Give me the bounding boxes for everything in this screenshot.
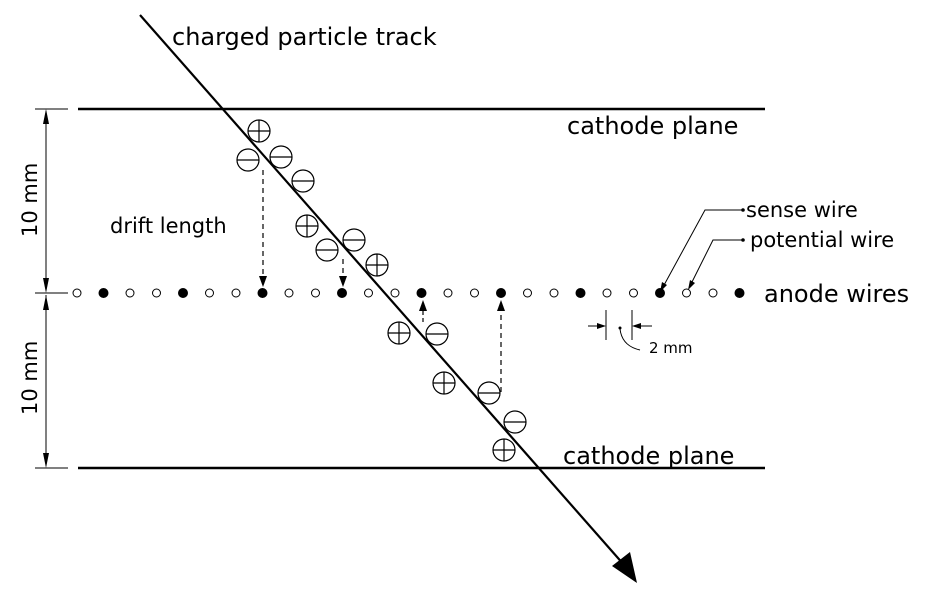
positive-ion (365, 253, 389, 277)
dimension-bottom (35, 295, 68, 469)
particle-track (139, 14, 626, 567)
potential-wire (152, 288, 161, 298)
electron (315, 238, 339, 262)
sense-wire (257, 288, 268, 298)
track-arrowhead (612, 552, 637, 583)
potential-wire (443, 288, 453, 298)
potential-wire-callout (688, 238, 745, 290)
sense-wire (655, 288, 665, 298)
potential-wire-label: potential wire (750, 228, 894, 252)
electron (269, 145, 293, 169)
electron (342, 228, 366, 252)
sense-wire (178, 288, 188, 298)
drift-length-label: drift length (110, 214, 227, 238)
sense-wire-callout (660, 208, 745, 292)
sense-wire (734, 288, 745, 298)
gap-bottom-label: 10 mm (18, 341, 42, 415)
potential-wire (470, 288, 479, 298)
positive-ion (432, 371, 456, 395)
potential-wire (125, 288, 135, 298)
potential-wire (72, 288, 82, 298)
potential-wire (523, 288, 532, 298)
potential-wire (549, 288, 559, 298)
electron (425, 322, 449, 346)
sense-wire (575, 288, 586, 298)
electron (291, 169, 315, 193)
potential-wire (682, 288, 691, 298)
potential-wire (364, 288, 373, 298)
electron (236, 148, 260, 172)
gap-top-label: 10 mm (18, 163, 42, 237)
cathode-plane-top-label: cathode plane (567, 112, 738, 140)
potential-wire (205, 288, 214, 298)
potential-wire (708, 288, 718, 298)
positive-ion (247, 119, 271, 143)
anode-wire-row (72, 288, 745, 298)
sense-wire (416, 288, 427, 298)
potential-wire (231, 288, 241, 298)
potential-wire (629, 288, 638, 298)
track-label: charged particle track (172, 23, 437, 51)
positive-ion (295, 214, 319, 238)
sense-wire (496, 288, 506, 298)
sense-wire (337, 288, 347, 298)
sense-wire-label: sense wire (746, 198, 858, 222)
potential-wire (390, 288, 400, 298)
positive-ion (387, 321, 411, 345)
electron (477, 381, 501, 405)
positive-ion (492, 438, 516, 462)
wire-spacing-label: 2 mm (649, 339, 693, 357)
wire-spacing-dimension (588, 310, 652, 351)
potential-wire (311, 288, 320, 298)
electron (503, 410, 527, 434)
potential-wire (284, 288, 294, 298)
cathode-plane-bottom-label: cathode plane (563, 442, 734, 470)
drift-arrows (259, 170, 505, 392)
sense-wire (98, 288, 109, 298)
dimension-top (35, 108, 68, 294)
ionization-charges (236, 119, 527, 462)
potential-wire (602, 288, 612, 298)
anode-wires-label: anode wires (764, 280, 909, 308)
